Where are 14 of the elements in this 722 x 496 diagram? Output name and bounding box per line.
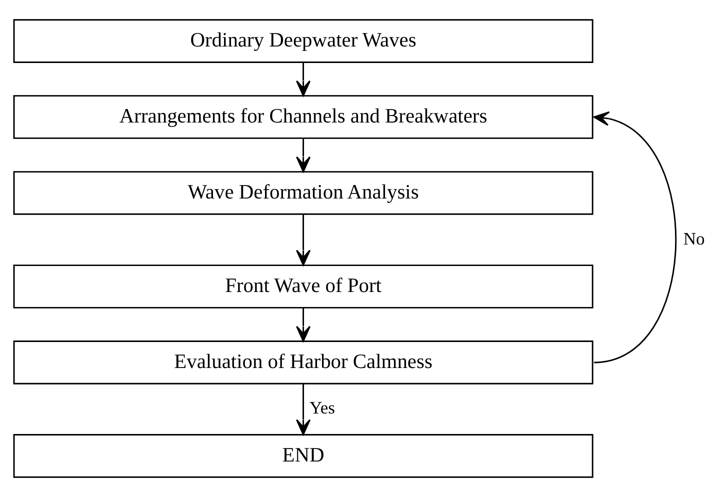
node-box: Front Wave of Port xyxy=(13,264,594,308)
node-box: END xyxy=(13,434,594,478)
arrow xyxy=(593,110,676,363)
node-box: Ordinary Deepwater Waves xyxy=(13,18,594,62)
arrow xyxy=(296,384,311,435)
arrow xyxy=(296,138,311,172)
node-box: Arrangements for Channels and Breakwaters xyxy=(13,94,594,138)
arrow xyxy=(296,307,311,342)
node-box: Wave Deformation Analysis xyxy=(13,170,594,214)
edge-label: No xyxy=(683,228,705,248)
edge-label: Yes xyxy=(310,397,336,418)
arrow xyxy=(296,214,311,266)
node-box: Evaluation of Harbor Calmness xyxy=(13,340,594,384)
arrow xyxy=(296,62,311,96)
